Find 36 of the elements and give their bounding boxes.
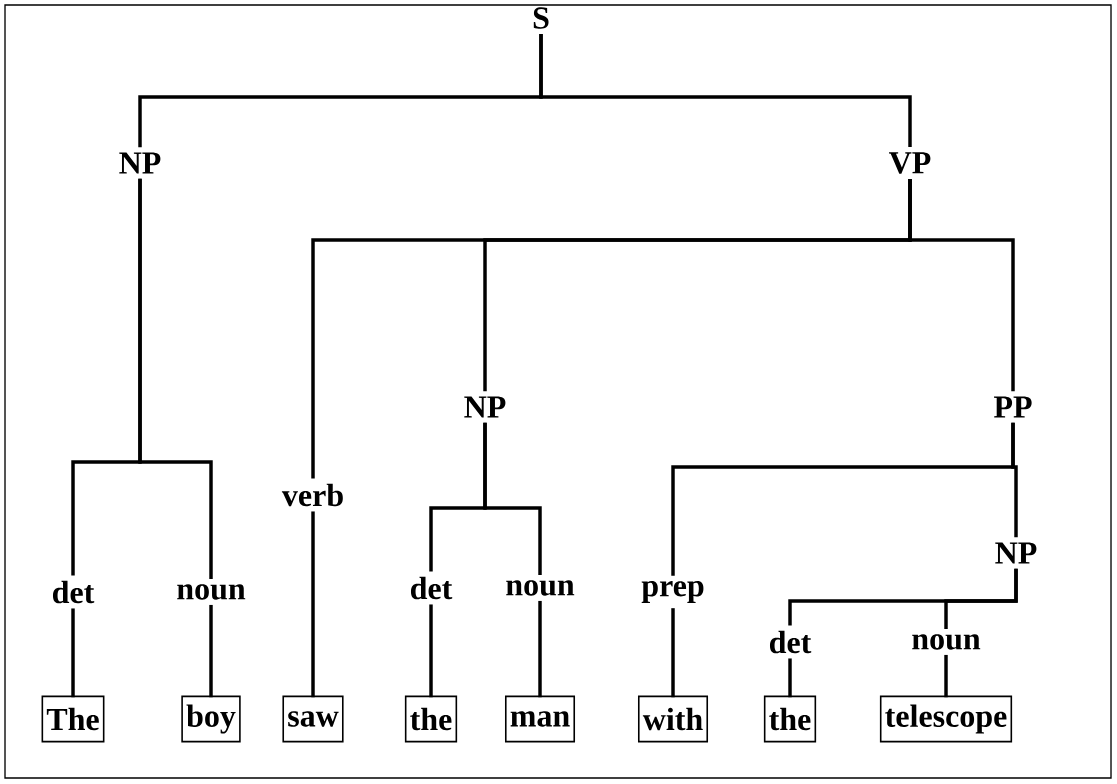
category-label: S [533,7,549,29]
tree-branch [483,422,542,576]
tree-branch [138,178,213,580]
word-box: The [41,695,105,743]
tree-branch [944,654,948,698]
word-box: the [404,695,458,743]
category-label: verb [281,483,343,507]
category-label: NP [119,152,161,174]
tree-branch [908,178,1015,392]
tree-branch [671,608,675,698]
tree-branch [538,600,542,698]
word-box: saw [282,695,344,743]
word-box: man [504,695,576,743]
category-label: NP [995,542,1037,564]
tree-branch [71,608,75,698]
word-box: the [763,695,817,743]
tree-branch [1011,422,1018,538]
category-label: det [769,630,812,654]
category-label: noun [177,584,246,600]
tree-branch [539,33,912,148]
category-label: PP [994,396,1032,418]
category-label: noun [912,634,981,650]
word-box: boy [181,695,241,743]
category-label: det [411,576,453,600]
category-label: noun [506,580,575,596]
category-label: prep [641,581,704,603]
tree-branch [209,604,213,698]
tree-branch [429,604,433,698]
category-label: det [53,580,95,604]
tree-branch [788,658,792,698]
word-box: telescope [879,695,1013,743]
category-label: NP [464,396,506,418]
tree-branch [944,568,1018,630]
word-box: with [638,695,709,743]
category-label: VP [889,152,931,174]
tree-branch [311,511,315,698]
